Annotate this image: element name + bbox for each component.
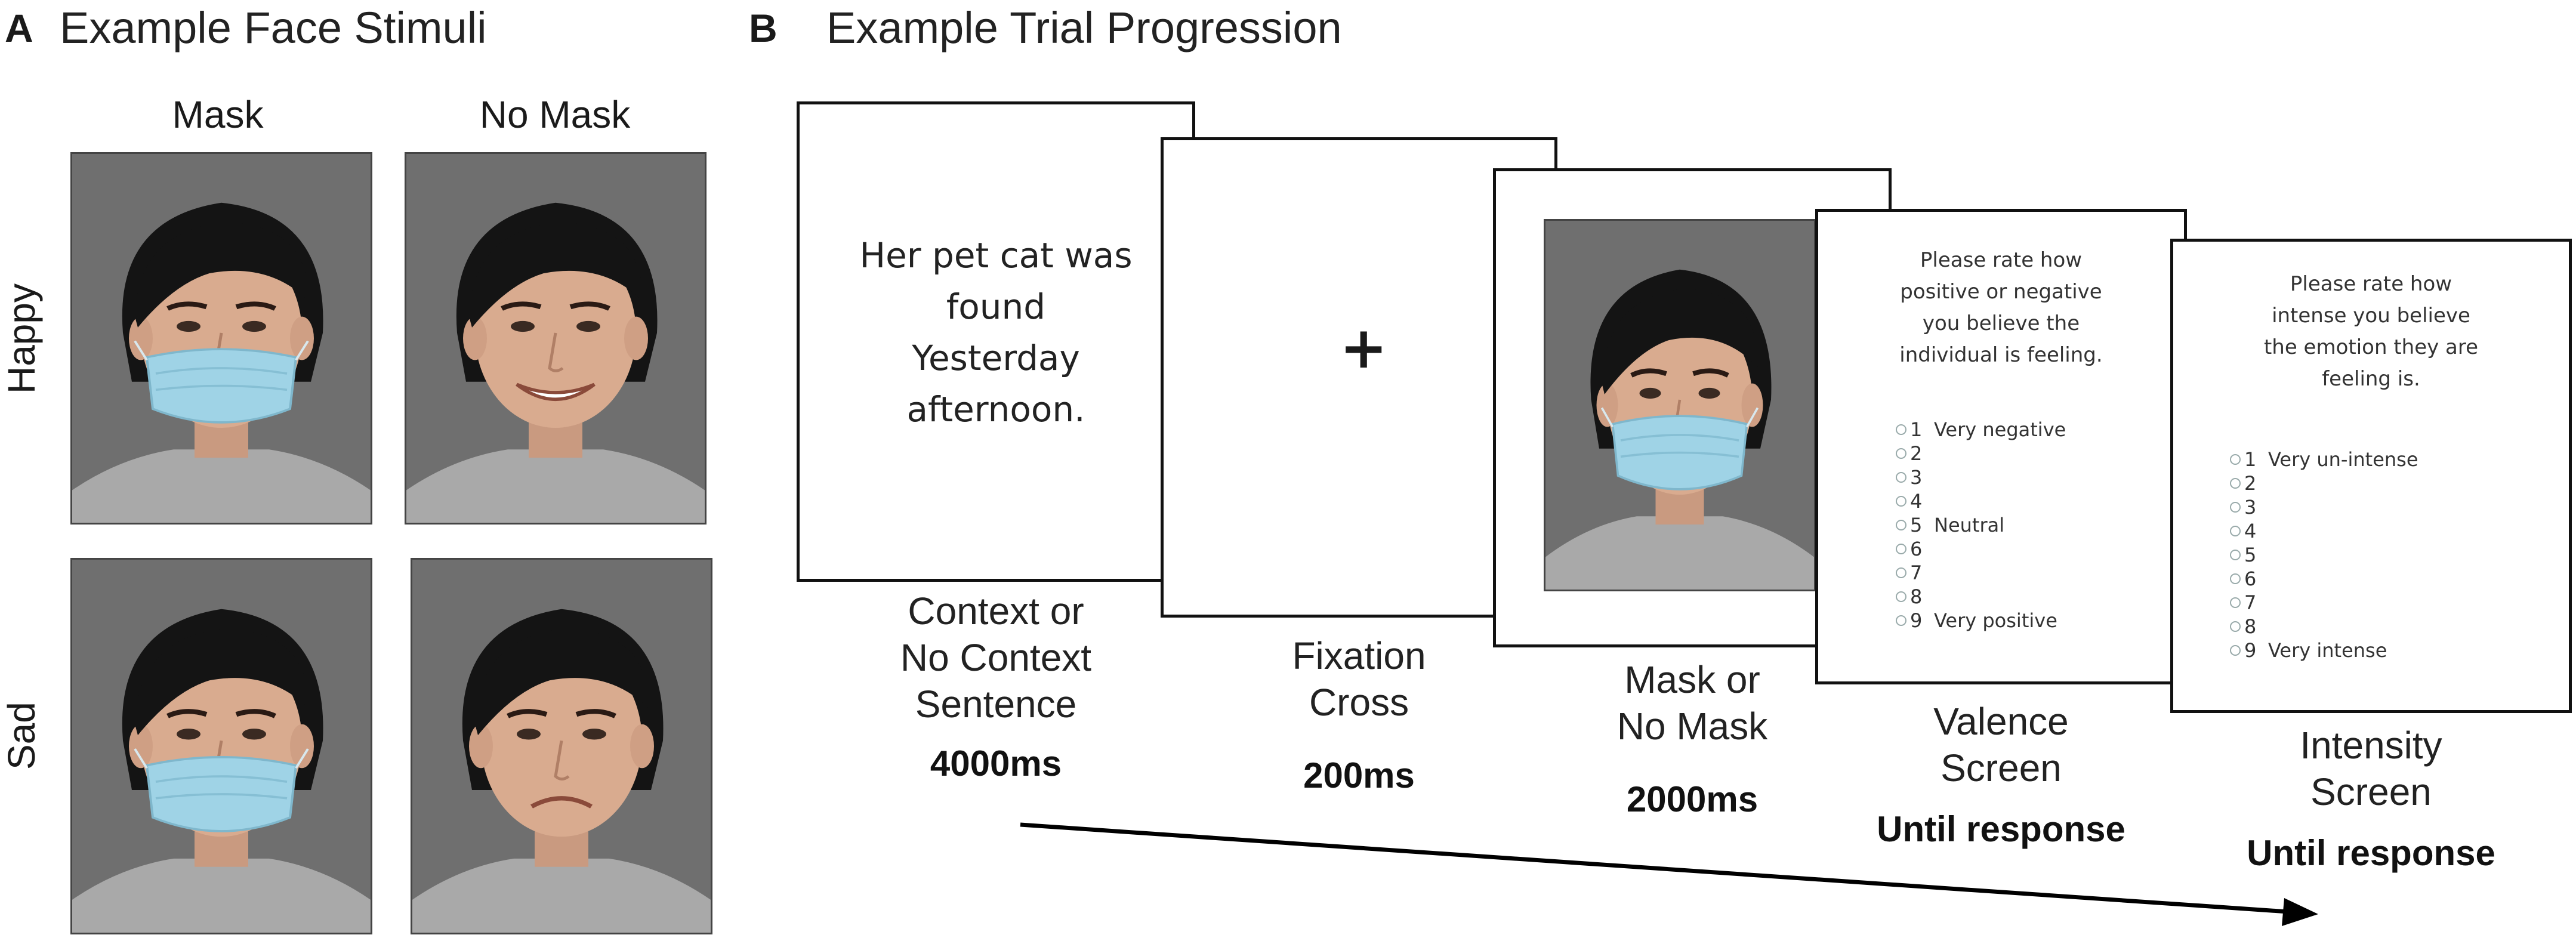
radio-icon[interactable] <box>2230 478 2241 489</box>
caption-valence-screen: Valence Screen <box>1933 700 2069 789</box>
valence-option-8[interactable]: 8 <box>1896 585 2066 609</box>
intensity-question: Please rate how intense you believe the … <box>2263 272 2479 391</box>
duration-context-sentence: 4000ms <box>930 743 1062 783</box>
intensity-option-6[interactable]: 6 <box>2230 567 2418 591</box>
radio-icon[interactable] <box>2230 621 2241 632</box>
radio-icon[interactable] <box>1896 424 1906 435</box>
intensity-option-7[interactable]: 7 <box>2230 591 2418 615</box>
face-photo-sad-no-mask <box>411 558 712 934</box>
caption-face-stimulus: Mask or No Mask <box>1616 658 1768 748</box>
radio-icon[interactable] <box>1896 496 1906 507</box>
radio-icon[interactable] <box>2230 597 2241 608</box>
valence-option-4[interactable]: 4 <box>1896 489 2066 513</box>
radio-icon[interactable] <box>1896 591 1906 602</box>
fixation-cross-screen: + <box>1161 137 1557 618</box>
duration-intensity-screen: Until response <box>2247 833 2495 873</box>
radio-icon[interactable] <box>2230 454 2241 465</box>
caption-context-sentence: Context or No Context Sentence <box>900 590 1092 726</box>
valence-rating-screen: Please rate how positive or negative you… <box>1815 209 2187 684</box>
panel-b-letter: B <box>749 6 778 50</box>
radio-icon[interactable] <box>1896 544 1906 554</box>
radio-icon[interactable] <box>2230 550 2241 560</box>
intensity-rating-screen: Please rate how intense you believe the … <box>2170 239 2572 713</box>
face-photo-sad-mask <box>70 558 372 934</box>
intensity-option-4[interactable]: 4 <box>2230 519 2418 543</box>
panel-a-title: Example Face Stimuli <box>60 3 487 53</box>
column-label-mask: Mask <box>172 93 264 136</box>
panel-a-letter: A <box>5 6 33 50</box>
intensity-option-3[interactable]: 3 <box>2230 495 2418 519</box>
valence-question: Please rate how positive or negative you… <box>1899 248 2103 367</box>
panel-b-title: Example Trial Progression <box>826 3 1342 53</box>
duration-valence-screen: Until response <box>1877 809 2125 849</box>
intensity-option-8[interactable]: 8 <box>2230 615 2418 638</box>
radio-icon[interactable] <box>1896 520 1906 530</box>
radio-icon[interactable] <box>1896 567 1906 578</box>
radio-icon[interactable] <box>1896 472 1906 483</box>
time-arrow-line <box>1020 822 2289 914</box>
radio-icon[interactable] <box>2230 502 2241 513</box>
face-stimulus-photo <box>1544 219 1816 591</box>
duration-face-stimulus: 2000ms <box>1626 779 1759 819</box>
duration-fixation-cross: 200ms <box>1303 755 1415 795</box>
valence-option-6[interactable]: 6 <box>1896 537 2066 561</box>
face-photo-happy-no-mask <box>405 152 707 525</box>
caption-intensity-screen: Intensity Screen <box>2300 724 2442 813</box>
radio-icon[interactable] <box>1896 448 1906 459</box>
radio-icon[interactable] <box>2230 573 2241 584</box>
face-photo-happy-mask <box>70 152 372 525</box>
context-sentence-screen: Her pet cat was found Yesterday afternoo… <box>797 101 1195 582</box>
intensity-option-2[interactable]: 2 <box>2230 471 2418 495</box>
fixation-cross: + <box>1340 314 1388 381</box>
radio-icon[interactable] <box>1896 615 1906 626</box>
column-label-no-mask: No Mask <box>479 93 631 136</box>
intensity-option-5[interactable]: 5 <box>2230 543 2418 567</box>
radio-icon[interactable] <box>2230 526 2241 536</box>
time-arrow-head <box>2282 898 2318 926</box>
valence-option-3[interactable]: 3 <box>1896 465 2066 489</box>
valence-option-7[interactable]: 7 <box>1896 561 2066 585</box>
radio-icon[interactable] <box>2230 645 2241 656</box>
context-sentence-text: Her pet cat was found Yesterday afternoo… <box>859 235 1133 430</box>
valence-option-2[interactable]: 2 <box>1896 442 2066 465</box>
caption-fixation-cross: Fixation Cross <box>1292 634 1426 724</box>
